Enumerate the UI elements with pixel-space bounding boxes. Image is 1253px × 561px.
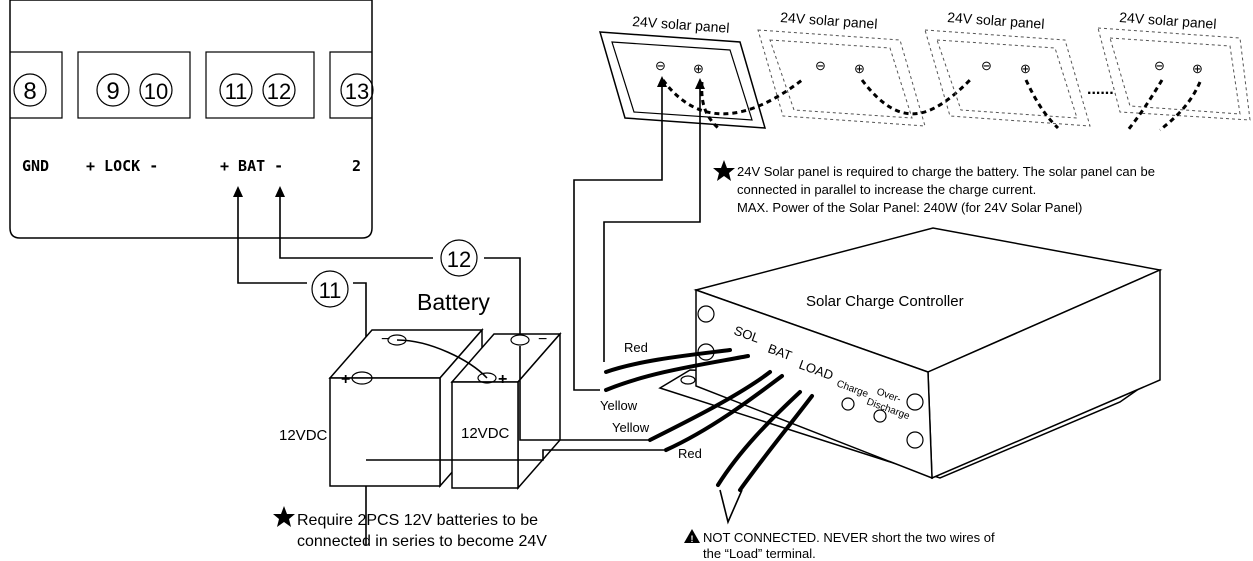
- svg-text:12: 12: [447, 247, 471, 272]
- terminal-11: 11: [219, 73, 253, 107]
- svg-text:12: 12: [267, 79, 291, 104]
- label-gnd: GND: [22, 157, 49, 175]
- star-icon: [273, 506, 295, 527]
- svg-text:11: 11: [319, 278, 342, 303]
- svg-text:⊖: ⊖: [815, 58, 826, 73]
- terminal-12: 12: [262, 73, 296, 107]
- svg-text:−: −: [381, 331, 390, 348]
- battery-title: Battery: [417, 289, 490, 315]
- svg-text:24V solar panel: 24V solar panel: [947, 9, 1045, 32]
- svg-text:⊕: ⊕: [1020, 61, 1031, 76]
- svg-text:+: +: [341, 371, 350, 388]
- svg-text:Yellow: Yellow: [612, 420, 650, 435]
- star-icon: [713, 160, 735, 181]
- svg-text:11: 11: [225, 79, 248, 104]
- load-note: ! NOT CONNECTED. NEVER short the two wir…: [684, 489, 995, 561]
- label-next: 2: [352, 157, 361, 175]
- svg-text:24V solar panel: 24V solar panel: [632, 13, 730, 36]
- svg-text:⊕: ⊕: [854, 61, 865, 76]
- svg-text:Red: Red: [678, 446, 702, 461]
- svg-text:24V Solar panel is required to: 24V Solar panel is required to charge th…: [737, 164, 1155, 179]
- battery-wires: 11 12: [233, 186, 521, 545]
- solar-panel-3: 24V solar panel ⊖ ⊕: [924, 9, 1091, 130]
- svg-text:⊖: ⊖: [981, 58, 992, 73]
- svg-text:Require 2PCS 12V batteries to: Require 2PCS 12V batteries to be: [297, 512, 538, 529]
- svg-text:connected in parallel to incre: connected in parallel to increase the ch…: [737, 182, 1036, 197]
- svg-text:MAX. Power of the Solar Panel:: MAX. Power of the Solar Panel: 240W (for…: [737, 200, 1082, 215]
- terminal-block: 8 9 10 11 12 13 GND + LOCK - + BAT - 2: [9, 0, 374, 239]
- svg-text:10: 10: [144, 79, 168, 104]
- svg-text:13: 13: [345, 79, 369, 104]
- label-bat: + BAT -: [220, 157, 283, 175]
- battery-left-label: 12VDC: [279, 427, 328, 444]
- svg-text:24V solar panel: 24V solar panel: [780, 9, 878, 32]
- svg-text:Yellow: Yellow: [600, 398, 638, 413]
- warning-triangle-icon: !: [684, 529, 700, 544]
- svg-text:+: +: [498, 371, 507, 388]
- solar-panel-1: 24V solar panel ⊖ ⊕: [598, 13, 803, 132]
- solar-panel-4: 24V solar panel ⊖ ⊕: [1097, 9, 1251, 132]
- battery-right-label: 12VDC: [461, 425, 510, 442]
- solar-charge-controller: Solar Charge Controller SOL BAT LOAD Cha…: [366, 227, 1163, 492]
- battery-group: Battery − + 12VDC − + 12VDC: [279, 289, 562, 490]
- wire-marker-12: 12: [440, 239, 478, 277]
- label-lock: + LOCK -: [86, 157, 158, 175]
- svg-text:!: !: [691, 534, 694, 544]
- solar-note: 24V Solar panel is required to charge th…: [713, 160, 1155, 215]
- terminal-9: 9: [96, 73, 130, 107]
- svg-text:9: 9: [106, 78, 119, 105]
- wire-labels: Red Yellow Yellow Red: [600, 340, 702, 461]
- svg-text:⊖: ⊖: [1154, 58, 1165, 73]
- solar-panel-array: 24V solar panel ⊖ ⊕ 24V solar panel ⊖ ⊕ …: [598, 9, 1251, 132]
- solar-panel-2: 24V solar panel ⊖ ⊕: [757, 9, 972, 127]
- svg-text:Red: Red: [624, 340, 648, 355]
- terminal-10: 10: [139, 73, 173, 107]
- svg-text:⊖: ⊖: [655, 58, 666, 73]
- wire-marker-11: 11: [311, 270, 349, 308]
- terminal-13: 13: [340, 73, 374, 107]
- controller-title: Solar Charge Controller: [806, 293, 964, 310]
- solar-ellipsis: ......: [1087, 81, 1114, 98]
- svg-text:8: 8: [23, 78, 36, 105]
- svg-text:24V solar panel: 24V solar panel: [1119, 9, 1217, 32]
- battery-note: Require 2PCS 12V batteries to be connect…: [273, 506, 547, 550]
- svg-text:NOT CONNECTED. NEVER short the: NOT CONNECTED. NEVER short the two wires…: [703, 530, 995, 545]
- svg-text:−: −: [538, 331, 547, 348]
- svg-text:the “Load” terminal.: the “Load” terminal.: [703, 546, 816, 561]
- svg-text:⊕: ⊕: [693, 61, 704, 76]
- svg-text:⊕: ⊕: [1192, 61, 1203, 76]
- terminal-8: 8: [13, 73, 47, 107]
- svg-text:connected in series to become: connected in series to become 24V: [297, 533, 547, 550]
- solar-wires: [573, 76, 705, 391]
